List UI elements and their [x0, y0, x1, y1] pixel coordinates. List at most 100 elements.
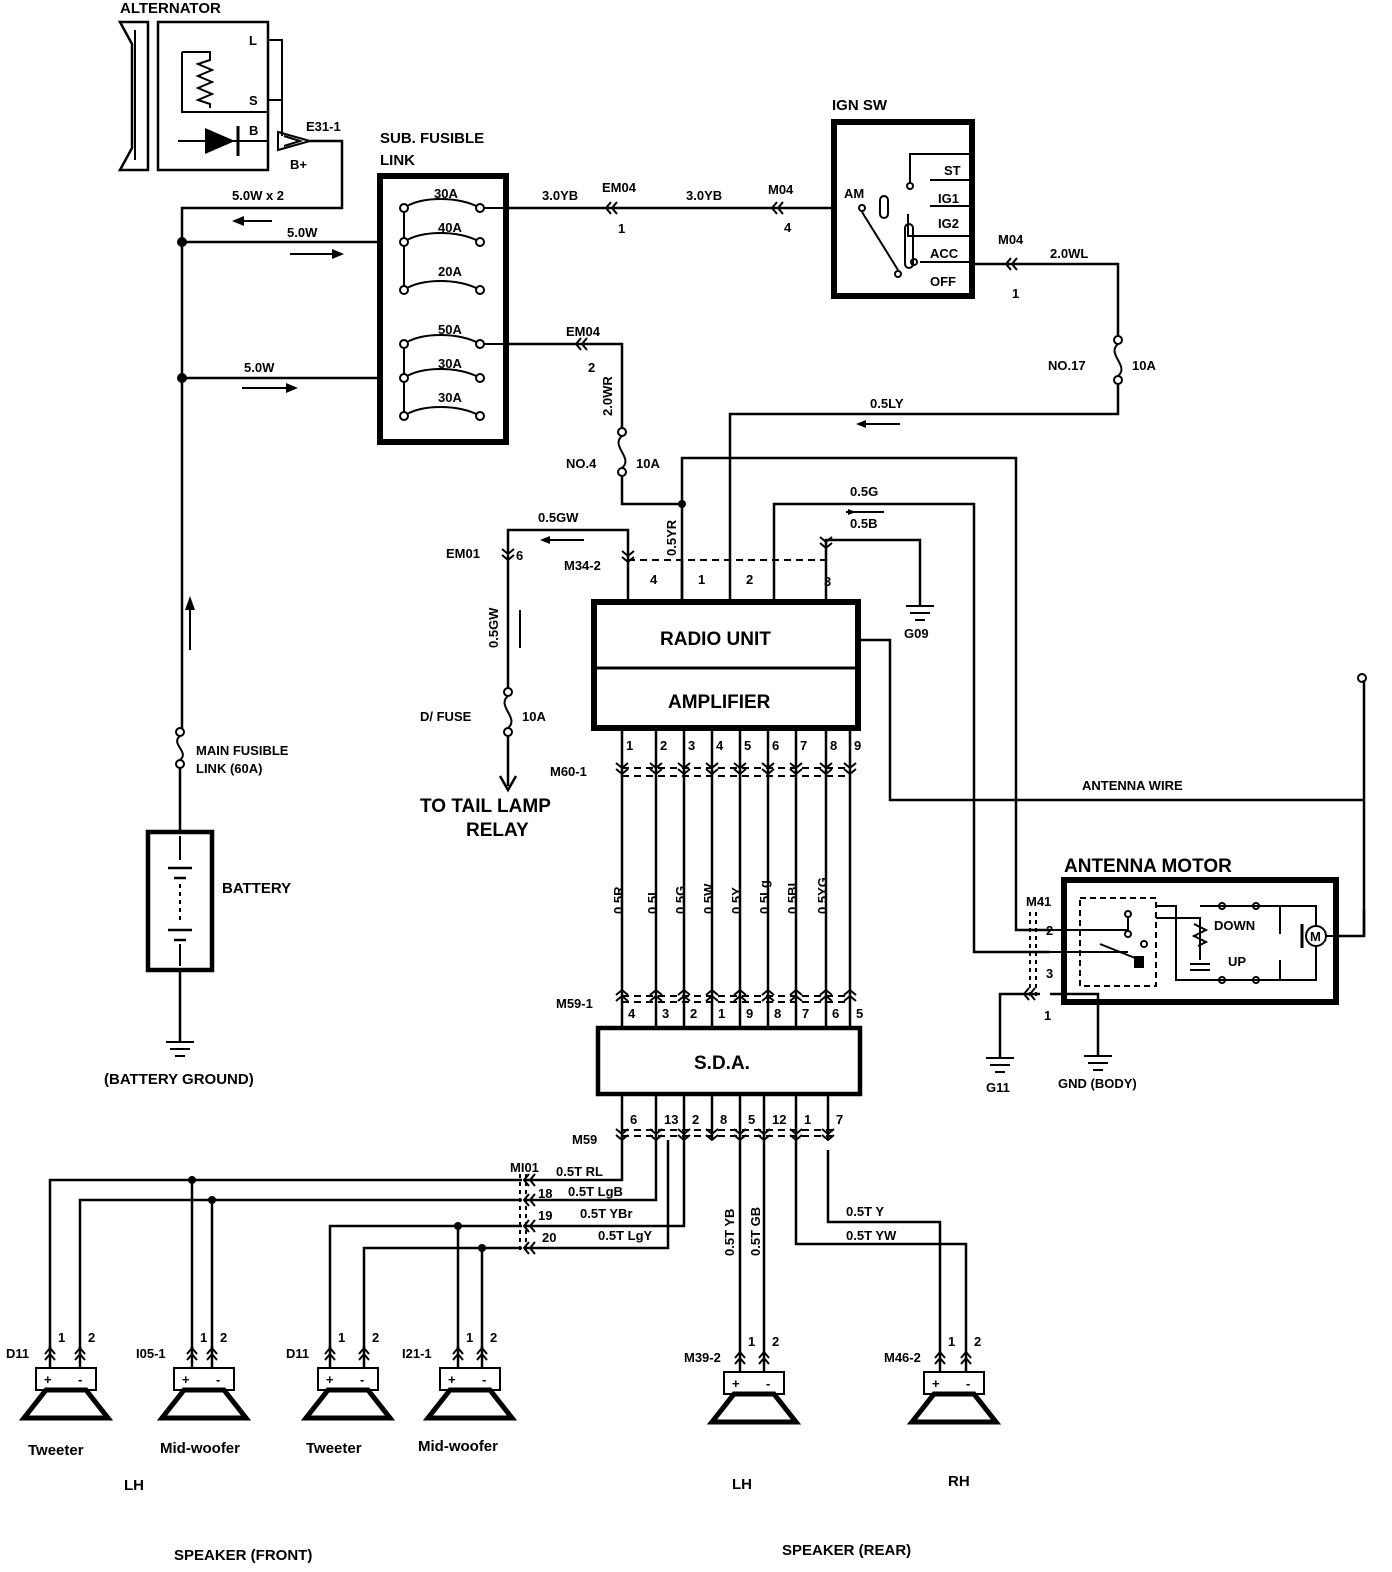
m59-1-pin-9: 9	[746, 1006, 753, 1021]
connector-m04-right: M04	[998, 232, 1024, 247]
ign-ig2: IG2	[938, 216, 959, 231]
speaker-pin-1: 1	[338, 1330, 345, 1345]
speaker-connector: D11	[286, 1346, 309, 1361]
minus-terminal: -	[966, 1376, 970, 1391]
amplifier-label: AMPLIFIER	[668, 692, 771, 713]
diode-icon	[205, 128, 235, 154]
ignition-feed: 3.0YB EM04 1 3.0YB M04 4 IGN SW AM ST IG…	[506, 97, 1156, 600]
m34-pin-4: 4	[650, 572, 658, 587]
amp-pin-4: 4	[716, 738, 724, 753]
wire-05t-ybr: 0.5T YBr	[580, 1206, 633, 1221]
speaker-pin-2: 2	[772, 1334, 779, 1349]
m59-1-pin-3: 3	[662, 1006, 669, 1021]
alternator-label: ALTERNATOR	[120, 0, 221, 17]
plus-terminal: +	[932, 1376, 940, 1391]
minus-terminal: -	[482, 1372, 486, 1387]
wire-05t-gb: 0.5T GB	[748, 1207, 763, 1256]
fuse-50a: 50A	[438, 322, 462, 337]
connector-e31: E31-1	[306, 119, 341, 134]
em01-pin: 6	[516, 548, 523, 563]
speaker-pin-2: 2	[372, 1330, 379, 1345]
alt-terminal-b: B	[249, 123, 258, 138]
speaker-midwoofer-front-lh: Mid-woofer	[160, 1440, 240, 1457]
wire-5w-a: 5.0W	[287, 225, 318, 240]
m34-pin-2: 2	[746, 572, 753, 587]
m59-pin-6: 6	[630, 1112, 637, 1127]
speaker-connector: I05-1	[136, 1346, 166, 1361]
em04-top-pin: 1	[618, 221, 625, 236]
battery-feed: 5.0W 5.0W MAIN FUSIBLE LINK (60A) BATTER…	[104, 225, 400, 1088]
bus-wire: 770.5BL	[785, 730, 809, 1028]
connector-m59-1: M59-1	[556, 996, 593, 1011]
wire-0.5BL: 0.5BL	[785, 879, 800, 914]
sda-pin: 1	[789, 1094, 811, 1142]
connector-m60: M60-1	[550, 764, 587, 779]
antenna-motor: ANTENNA MOTOR M41 2 3 1 G11 GND (BODY) D…	[986, 856, 1339, 1095]
minus-terminal: -	[216, 1372, 220, 1387]
rear-rh-label: RH	[948, 1473, 970, 1490]
d-fuse-rating: 10A	[522, 709, 546, 724]
connector-m41: M41	[1026, 894, 1051, 909]
ground-g09: G09	[904, 626, 929, 641]
tail-lamp-feed: EM01 6 0.5GW D/ FUSE 10A TO TAIL LAMP RE…	[420, 528, 551, 841]
m59-pin-1: 1	[804, 1112, 811, 1127]
m59-1-pin-2: 2	[690, 1006, 697, 1021]
plus-terminal: +	[448, 1372, 456, 1387]
bus-wire: 95	[843, 730, 863, 1028]
wire-05g: 0.5G	[850, 484, 878, 499]
speaker-connector: D11	[6, 1346, 29, 1361]
fuse-40a: 40A	[438, 220, 462, 235]
wire-2wr: 2.0WR	[600, 376, 615, 416]
wire-05t-lgy: 0.5T LgY	[598, 1228, 653, 1243]
wire-5w-x2: 5.0W x 2	[232, 188, 284, 203]
rear-speaker-wiring: 0.5T YB 0.5T GB 0.5T Y 0.5T YW	[722, 1140, 968, 1350]
ign-st: ST	[944, 163, 961, 178]
battery-ground-label: (BATTERY GROUND)	[104, 1071, 254, 1088]
wire-0.5G: 0.5G	[673, 886, 688, 914]
wire-05gw-top: 0.5GW	[538, 510, 579, 525]
sda-pin: 6	[615, 1094, 637, 1142]
amp-pin-5: 5	[744, 738, 751, 753]
pin-20: 20	[542, 1230, 556, 1245]
sda-pin: 12	[757, 1094, 786, 1142]
wire-05t-lgb: 0.5T LgB	[568, 1184, 623, 1199]
sda-pin: 7	[821, 1094, 843, 1142]
m41-pin-3: 3	[1046, 966, 1053, 981]
m04-top-pin: 4	[784, 220, 792, 235]
sda-pin: 2	[677, 1094, 699, 1142]
radio-unit-label: RADIO UNIT	[660, 629, 771, 650]
amp-pin-9: 9	[854, 738, 861, 753]
em04-mid-pin: 2	[588, 360, 595, 375]
alternator-pulley	[117, 20, 150, 172]
m59-pin-8: 8	[720, 1112, 727, 1127]
radio-power-feed: EM04 2 2.0WR NO.4 10A 0.5YR 0.5G 0.5B G0…	[506, 324, 1050, 954]
amp-pin-8: 8	[830, 738, 837, 753]
alt-terminal-l: L	[249, 33, 257, 48]
front-speaker-wiring: MI01 0.5T RL 18 0.5T LgB 19 0.5T YBr 20 …	[48, 1140, 686, 1350]
fuse-20a: 20A	[438, 264, 462, 279]
sub-fusible-link: SUB. FUSIBLE LINK 30A 40A 20A 50A 30A 30…	[377, 130, 509, 445]
pin-18: 18	[538, 1186, 552, 1201]
wire-05yr: 0.5YR	[664, 519, 679, 556]
amp-pin-1: 1	[626, 738, 633, 753]
fuse-no17: NO.17	[1048, 358, 1086, 373]
wire-3yb-b: 3.0YB	[686, 188, 722, 203]
m41-pin-2: 2	[1046, 923, 1053, 938]
fuse-30a-2: 30A	[438, 356, 462, 371]
front-lh-label: LH	[124, 1477, 144, 1494]
m59-1-pin-7: 7	[802, 1006, 809, 1021]
plus-terminal: +	[44, 1372, 52, 1387]
main-fusible-label-2: LINK (60A)	[196, 761, 262, 776]
speaker-pin-2: 2	[974, 1334, 981, 1349]
main-fusible-label-1: MAIN FUSIBLE	[196, 743, 289, 758]
minus-terminal: -	[78, 1372, 82, 1387]
m59-1-pin-8: 8	[774, 1006, 781, 1021]
connector-em01: EM01	[446, 546, 480, 561]
fuse-no4-rating: 10A	[636, 456, 660, 471]
